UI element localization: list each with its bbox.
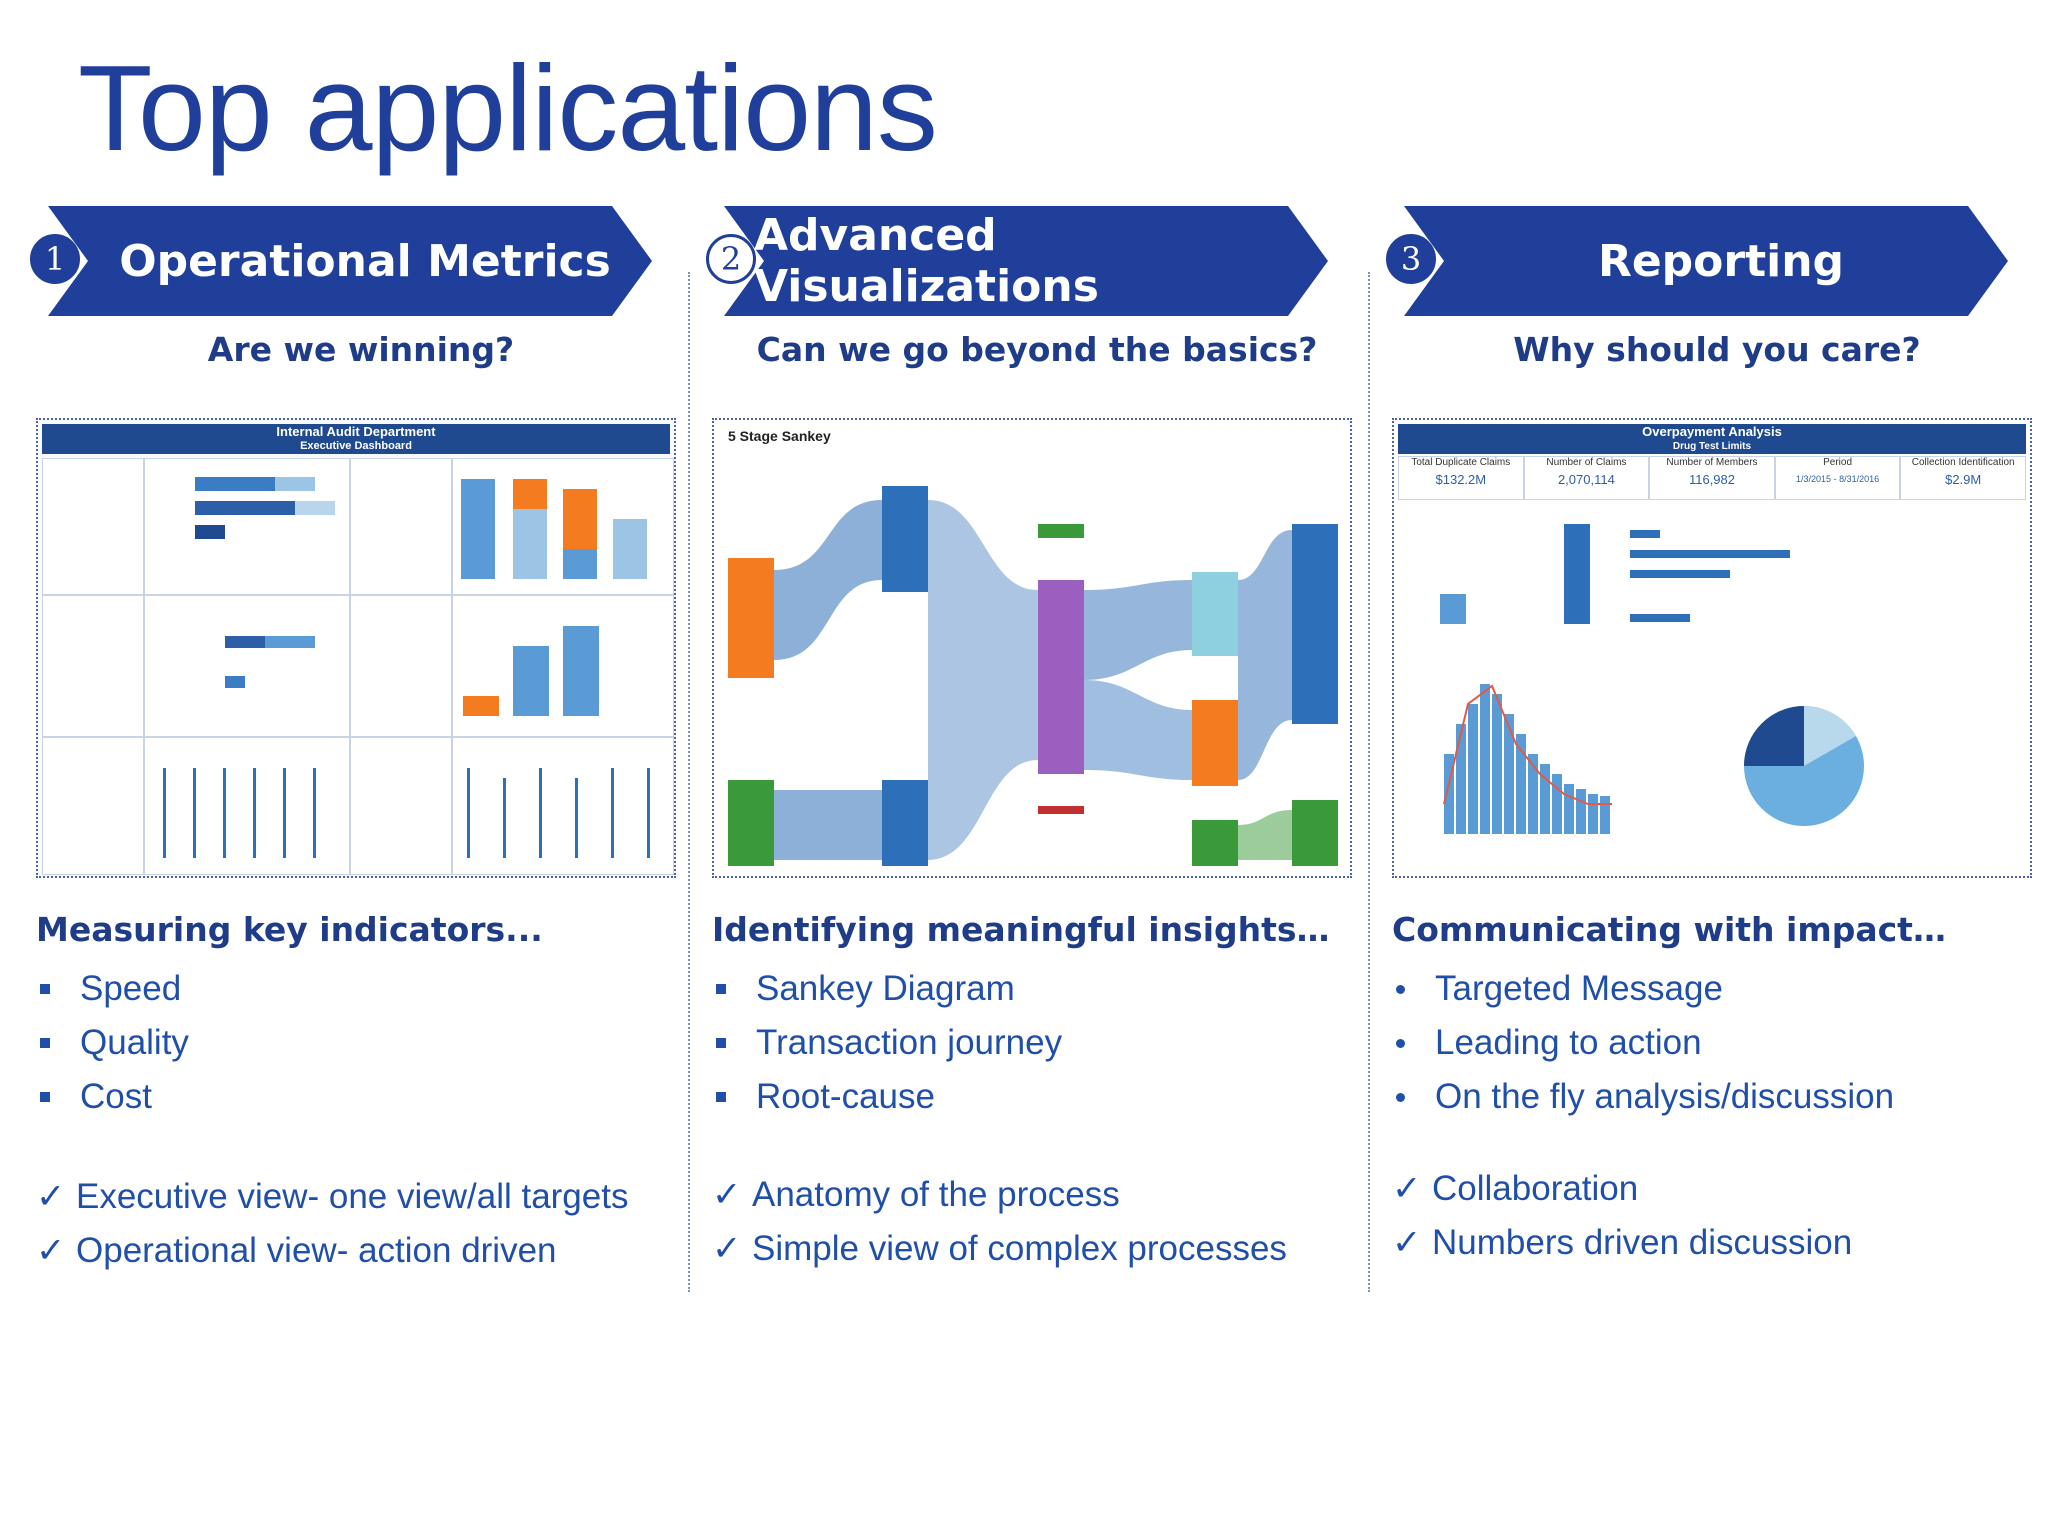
kpi-tile: Total Duplicate Claims $132.2M [1398, 456, 1524, 500]
section-header-label: Advanced Visualizations [754, 210, 1099, 312]
thumbnail-header: Overpayment Analysis Drug Test Limits [1398, 424, 2026, 454]
section-number-badge: 1 [30, 234, 80, 284]
chevron-shape [48, 206, 652, 316]
kpi-tile: Collection Identification $2.9M [1900, 456, 2026, 500]
list-item: Leading to action [1392, 1016, 1894, 1070]
column-advanced-visualizations: Advanced Visualizations 2 Can we go beyo… [706, 200, 1362, 1300]
list-item: Transaction journey [712, 1016, 1062, 1070]
round-bullet-icon [1396, 984, 1405, 994]
square-bullet-icon [40, 1038, 50, 1048]
checkmark-icon: ✓ [1392, 1223, 1422, 1263]
chevron-shape [724, 206, 1328, 316]
list-item: ✓Simple view of complex processes [712, 1229, 1287, 1269]
square-bullet-icon [716, 1038, 726, 1048]
round-bullet-icon [1396, 1092, 1405, 1102]
section-header-chevron: Operational Metrics 1 [30, 206, 652, 316]
list-item: ✓Operational view- action driven [36, 1231, 557, 1271]
list-item: Sankey Diagram [712, 962, 1062, 1016]
column-reporting: Reporting 3 Why should you care? Overpay… [1386, 200, 2042, 1300]
thumbnail-panel [452, 595, 674, 737]
square-bullet-icon [716, 1092, 726, 1102]
section-header-chevron: Advanced Visualizations 2 [706, 206, 1328, 316]
list-item: Targeted Message [1392, 962, 1894, 1016]
checkmark-icon: ✓ [36, 1177, 66, 1217]
thumbnail-panel [452, 458, 674, 595]
list-item: ✓Numbers driven discussion [1392, 1223, 1853, 1263]
section-number-badge: 3 [1386, 234, 1436, 284]
sankey-graphic [728, 486, 1338, 866]
check-list: ✓Collaboration ✓Numbers driven discussio… [1392, 1162, 1852, 1270]
list-item: ✓Collaboration [1392, 1169, 1639, 1209]
thumbnail-header: Internal Audit Department Executive Dash… [42, 424, 670, 454]
check-list: ✓Anatomy of the process ✓Simple view of … [712, 1168, 1287, 1276]
list-item: On the fly analysis/discussion [1392, 1070, 1894, 1124]
check-list: ✓Executive view- one view/all targets ✓O… [36, 1170, 628, 1278]
section-heading: Measuring key indicators... [36, 910, 543, 949]
thumbnail-subtitle: Drug Test Limits [1672, 441, 1752, 452]
section-header-label: Reporting [1597, 235, 1845, 287]
column-divider [1368, 272, 1370, 1292]
round-bullet-icon [1396, 1038, 1405, 1048]
dashboard-thumbnail: Internal Audit Department Executive Dash… [36, 418, 676, 878]
section-number-badge: 2 [706, 234, 756, 284]
sankey-thumbnail: 5 Stage Sankey [712, 418, 1352, 878]
square-bullet-icon [40, 1092, 50, 1102]
section-header-chevron: Reporting 3 [1386, 206, 2008, 316]
chevron-shape [1404, 206, 2008, 316]
thumbnail-title: Overpayment Analysis [1642, 424, 1782, 439]
section-heading: Communicating with impact… [1392, 910, 1946, 949]
square-bullet-icon [40, 984, 50, 994]
thumbnail-panel [144, 737, 350, 875]
section-question: Why should you care? [1513, 330, 1921, 369]
thumbnail-panel [42, 737, 144, 875]
column-operational-metrics: Operational Metrics 1 Are we winning? In… [30, 200, 686, 1300]
thumbnail-subtitle: Executive Dashboard [300, 440, 412, 452]
thumbnail-panel [350, 737, 452, 875]
kpi-tile: Period 1/3/2015 - 8/31/2016 [1774, 456, 1901, 500]
section-header-label: Operational Metrics [119, 235, 611, 287]
thumbnail-panel [350, 595, 452, 737]
thumbnail-panel [144, 458, 350, 595]
thumbnail-panel [350, 458, 452, 595]
page-title: Top applications [78, 40, 938, 176]
kpi-tile: Number of Claims 2,070,114 [1523, 456, 1650, 500]
list-item: ✓Anatomy of the process [712, 1175, 1120, 1215]
list-item: Speed [36, 962, 189, 1016]
checkmark-icon: ✓ [36, 1231, 66, 1271]
thumbnail-panel [144, 595, 350, 737]
section-question: Can we go beyond the basics? [756, 330, 1318, 369]
thumbnail-panel [42, 458, 144, 595]
section-heading: Identifying meaningful insights… [712, 910, 1330, 949]
thumbnail-panel [42, 595, 144, 737]
checkmark-icon: ✓ [1392, 1169, 1422, 1209]
thumbnail-panel [452, 737, 674, 875]
bullet-list: Sankey Diagram Transaction journey Root-… [712, 962, 1062, 1124]
checkmark-icon: ✓ [712, 1175, 742, 1215]
report-thumbnail: Overpayment Analysis Drug Test Limits To… [1392, 418, 2032, 878]
list-item: ✓Executive view- one view/all targets [36, 1177, 629, 1217]
thumbnail-title: Internal Audit Department [276, 424, 436, 439]
thumbnail-title: 5 Stage Sankey [728, 428, 831, 444]
kpi-row: Total Duplicate Claims $132.2M Number of… [1398, 456, 2026, 500]
column-divider [688, 272, 690, 1292]
section-question: Are we winning? [207, 330, 515, 369]
list-item: Cost [36, 1070, 189, 1124]
list-item: Quality [36, 1016, 189, 1070]
bullet-list: Targeted Message Leading to action On th… [1392, 962, 1894, 1124]
list-item: Root-cause [712, 1070, 1062, 1124]
square-bullet-icon [716, 984, 726, 994]
bullet-list: Speed Quality Cost [36, 962, 189, 1124]
checkmark-icon: ✓ [712, 1229, 742, 1269]
report-charts [1440, 524, 1864, 834]
kpi-tile: Number of Members 116,982 [1649, 456, 1775, 500]
